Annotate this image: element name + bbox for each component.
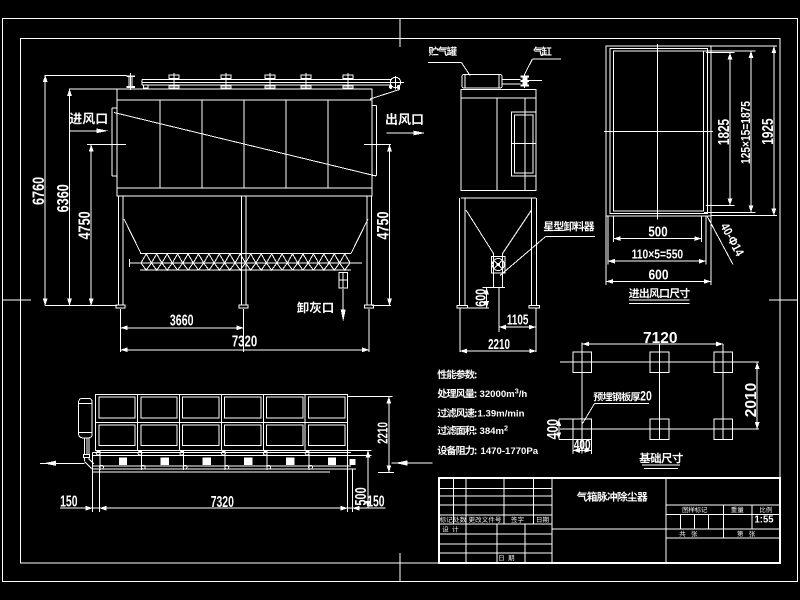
- svg-text:400: 400: [543, 419, 561, 439]
- svg-text:3660: 3660: [170, 311, 194, 328]
- svg-text:6760: 6760: [31, 177, 49, 205]
- svg-text:500: 500: [352, 487, 369, 505]
- svg-text:500: 500: [648, 223, 667, 240]
- svg-text:400: 400: [574, 435, 591, 453]
- svg-text:4750: 4750: [375, 211, 393, 239]
- svg-text:600: 600: [648, 266, 668, 283]
- svg-text:110×5=550: 110×5=550: [632, 247, 683, 261]
- svg-text:1825: 1825: [716, 119, 733, 146]
- svg-text:1.39m/min: 1.39m/min: [478, 409, 525, 420]
- svg-text:384m2: 384m2: [480, 423, 509, 437]
- svg-text:150: 150: [60, 492, 77, 510]
- svg-text:7320: 7320: [211, 493, 234, 511]
- svg-text:7120: 7120: [643, 330, 677, 347]
- svg-text:32000m3/h: 32000m3/h: [480, 386, 528, 400]
- svg-text:2210: 2210: [488, 336, 510, 352]
- svg-text:4750: 4750: [77, 211, 95, 239]
- svg-text:150: 150: [367, 492, 384, 510]
- svg-text:1:55: 1:55: [755, 514, 774, 526]
- svg-text:2210: 2210: [374, 422, 390, 444]
- svg-text:1470-1770Pa: 1470-1770Pa: [481, 446, 539, 457]
- svg-text:1105: 1105: [507, 311, 528, 327]
- svg-text:7320: 7320: [232, 331, 258, 349]
- svg-text:20: 20: [640, 388, 652, 404]
- svg-text:1925: 1925: [759, 118, 776, 145]
- svg-text:2010: 2010: [743, 383, 760, 417]
- svg-text:6360: 6360: [55, 184, 73, 212]
- svg-text:600: 600: [472, 289, 489, 307]
- svg-text:125×15=1875: 125×15=1875: [740, 101, 753, 164]
